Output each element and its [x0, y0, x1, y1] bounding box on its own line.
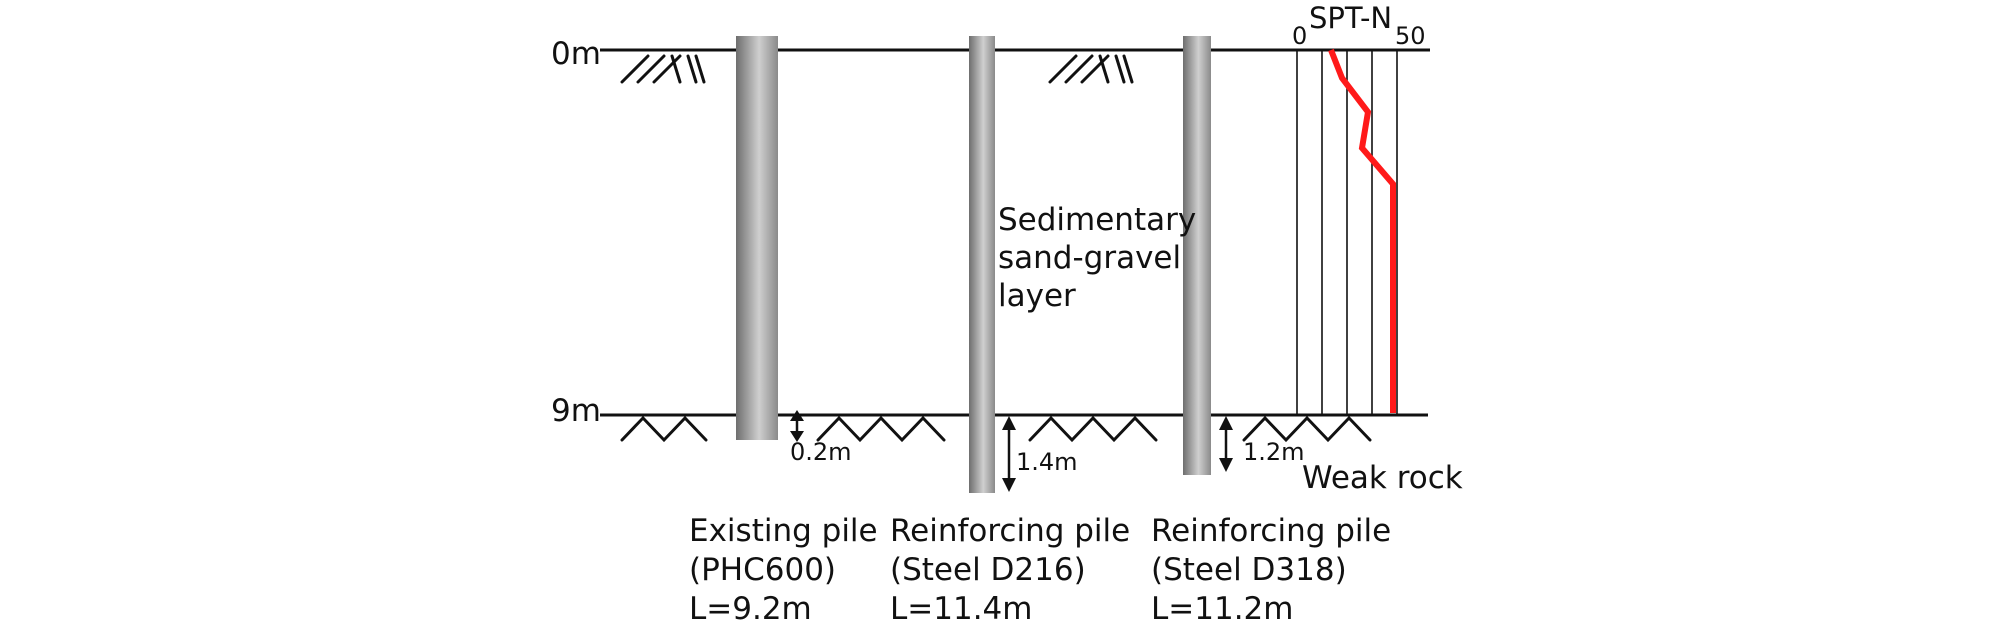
- embedment-label-d318: 1.2m: [1243, 438, 1305, 466]
- rock-symbol-4: [1242, 415, 1372, 443]
- ground-hatch-left: [620, 54, 706, 84]
- layer-label-line3: layer: [998, 278, 1076, 314]
- weak-rock-label: Weak rock: [1302, 460, 1463, 496]
- embedment-arrow-d216: [1002, 416, 1016, 492]
- embedment-arrow-d318: [1219, 416, 1233, 472]
- embedment-label-existing: 0.2m: [790, 438, 852, 466]
- spt-n-profile: [1328, 48, 1396, 413]
- reinforcing-pile-d216: [969, 36, 995, 493]
- depth-label-0m: 0m: [551, 36, 601, 72]
- embedment-arrow-existing: [790, 410, 804, 442]
- embedment-label-d216: 1.4m: [1016, 448, 1078, 476]
- depth-label-9m: 9m: [551, 393, 601, 429]
- pile-caption-3-line2: (Steel D318): [1151, 552, 1347, 588]
- rock-symbol-2: [816, 415, 946, 443]
- spt-grid: [1296, 50, 1398, 415]
- spt-title: SPT-N: [1309, 1, 1392, 35]
- rock-symbol-1: [620, 415, 708, 443]
- layer-label-line2: sand-gravel: [998, 240, 1181, 276]
- pile-caption-1-line3: L=9.2m: [689, 591, 812, 626]
- pile-caption-2-line2: (Steel D216): [890, 552, 1086, 588]
- rock-symbol-3: [1028, 415, 1158, 443]
- pile-caption-3-line3: L=11.2m: [1151, 591, 1293, 626]
- layer-label-line1: Sedimentary: [998, 202, 1196, 238]
- spt-axis-max: 50: [1395, 22, 1426, 50]
- pile-caption-1-line2: (PHC600): [689, 552, 836, 588]
- reinforcing-pile-d318: [1183, 36, 1211, 475]
- ground-hatch-middle: [1048, 54, 1134, 84]
- spt-axis-min: 0: [1292, 22, 1307, 50]
- pile-caption-3-line1: Reinforcing pile: [1151, 513, 1391, 549]
- pile-caption-2-line1: Reinforcing pile: [890, 513, 1130, 549]
- existing-pile: [736, 36, 778, 440]
- pile-caption-2-line3: L=11.4m: [890, 591, 1032, 626]
- pile-caption-1-line1: Existing pile: [689, 513, 878, 549]
